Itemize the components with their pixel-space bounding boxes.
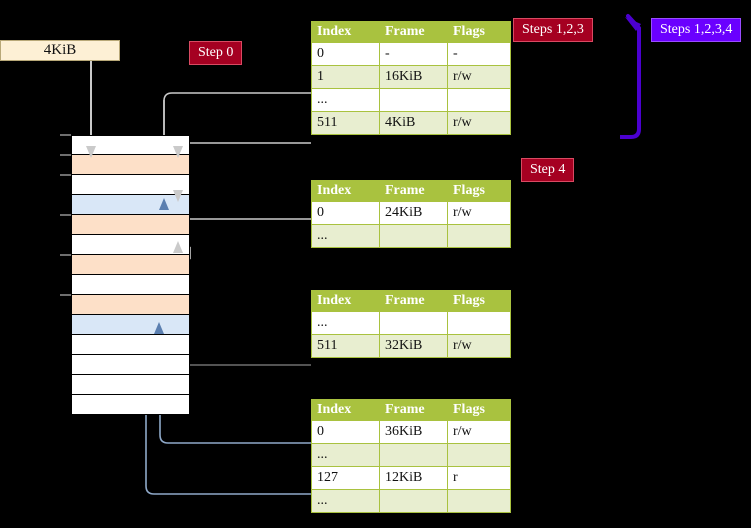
table-header-frame: Frame	[379, 180, 448, 202]
table-cell: 1	[311, 65, 380, 89]
table-cell: r/w	[447, 420, 511, 444]
table-cell: 24KiB	[379, 201, 448, 225]
table-cell	[447, 224, 511, 248]
table-cell: 0	[311, 420, 380, 444]
table-cell: 0	[311, 201, 380, 225]
violet-step-arrow	[620, 14, 641, 139]
table-cell	[379, 224, 448, 248]
connector-pml4-row511	[165, 139, 311, 153]
table-cell: -	[447, 42, 511, 66]
memory-row	[71, 335, 190, 355]
memory-row	[71, 175, 190, 195]
table-header-index: Index	[311, 21, 380, 43]
memory-row	[71, 355, 190, 375]
table-header-frame: Frame	[379, 399, 448, 421]
table-cell: 12KiB	[379, 466, 448, 490]
table-cell: ...	[311, 224, 380, 248]
table-row: ...	[311, 443, 511, 467]
table-cell	[447, 443, 511, 467]
table-header-frame: Frame	[379, 21, 448, 43]
table-cell: 4KiB	[379, 111, 448, 135]
table-header-frame: Frame	[379, 290, 448, 312]
table-header-flags: Flags	[447, 290, 511, 312]
memory-column	[71, 135, 190, 415]
table-cell: 511	[311, 334, 380, 358]
table-cell: ...	[311, 311, 380, 335]
memory-row	[71, 155, 190, 175]
table-cell: ...	[311, 489, 380, 513]
memory-row	[71, 395, 190, 415]
badge-steps-1234: Steps 1,2,3,4	[651, 18, 742, 42]
table-cell: r/w	[447, 334, 511, 358]
table-cell: 0	[311, 42, 380, 66]
badge-step-0: Step 0	[189, 41, 243, 65]
table-cell	[379, 88, 448, 112]
table-cell: r/w	[447, 111, 511, 135]
table-row: ...	[311, 311, 511, 335]
table-cell: ...	[311, 443, 380, 467]
memory-row	[71, 315, 190, 335]
table-cell: 32KiB	[379, 334, 448, 358]
table-cell: r/w	[447, 65, 511, 89]
table-cell	[379, 443, 448, 467]
table-cell: ...	[311, 88, 380, 112]
badge-steps-123: Steps 1,2,3	[513, 18, 593, 42]
table-row: ...	[311, 224, 511, 248]
connector-pd-row511	[165, 315, 311, 366]
table-header-index: Index	[311, 290, 380, 312]
memory-row	[71, 135, 190, 155]
table-row: ...	[311, 489, 511, 513]
memory-row	[71, 375, 190, 395]
table-cell: 16KiB	[379, 65, 448, 89]
memory-row	[71, 275, 190, 295]
table-cell: 36KiB	[379, 420, 448, 444]
memory-tick-marks	[60, 134, 71, 296]
table-row: ...	[311, 88, 511, 112]
table-cell	[447, 311, 511, 335]
memory-row	[71, 215, 190, 235]
table-cell: 511	[311, 111, 380, 135]
memory-row	[71, 235, 190, 255]
memory-row	[71, 195, 190, 215]
table-cell	[447, 88, 511, 112]
table-header-flags: Flags	[447, 180, 511, 202]
memory-row	[71, 255, 190, 275]
table-cell: r/w	[447, 201, 511, 225]
table-header-flags: Flags	[447, 21, 511, 43]
table-header-index: Index	[311, 180, 380, 202]
table-header-index: Index	[311, 399, 380, 421]
table-cell: r	[447, 466, 511, 490]
table-header-flags: Flags	[447, 399, 511, 421]
connector-pdpt-row0	[177, 218, 311, 260]
table-cell: 127	[311, 466, 380, 490]
table-cell	[447, 489, 511, 513]
table-cell	[379, 311, 448, 335]
table-cell: -	[379, 42, 448, 66]
memory-row	[71, 295, 190, 315]
table-row: 0--	[311, 42, 511, 66]
table-cell	[379, 489, 448, 513]
size-label-4kib: 4KiB	[0, 40, 120, 61]
badge-step-4: Step 4	[521, 158, 575, 182]
